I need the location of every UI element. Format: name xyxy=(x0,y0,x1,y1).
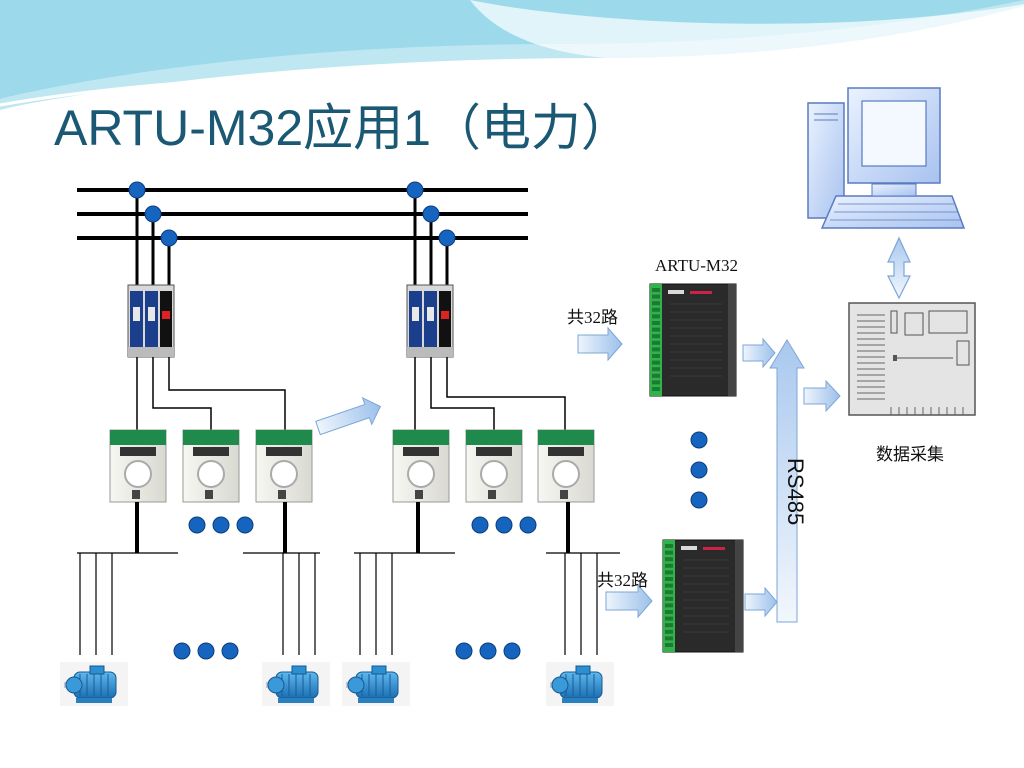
artu-m32-module-icon xyxy=(649,283,737,397)
ct-leads xyxy=(135,502,570,553)
channel-count-label-top: 共32路 xyxy=(567,308,618,327)
circuit-breaker-icon xyxy=(127,284,175,358)
ct-wiring-1 xyxy=(136,357,286,430)
current-transformer-icon xyxy=(465,429,523,503)
data-acquisition-board-icon xyxy=(848,302,976,416)
electric-motor-icon xyxy=(60,662,128,706)
double-arrow-icon xyxy=(887,236,911,300)
current-transformer-icon xyxy=(537,429,595,503)
desktop-computer-icon xyxy=(807,87,966,229)
electric-motor-icon xyxy=(342,662,410,706)
module-to-bus-arrow-bottom xyxy=(744,586,778,618)
ellipsis-dots xyxy=(173,431,708,660)
header-wave xyxy=(0,0,1024,110)
bus-nodes xyxy=(128,181,456,247)
circuit-breaker-icon xyxy=(406,284,454,358)
rs485-bus-arrow xyxy=(769,339,805,623)
group-link-arrow xyxy=(315,396,382,436)
module-model-label: ARTU-M32 xyxy=(655,256,739,275)
ct-wiring-2 xyxy=(414,357,566,430)
data-acquisition-label: 数据采集 xyxy=(876,445,944,465)
bus-to-acquisition-arrow xyxy=(803,379,841,413)
electric-motor-icon xyxy=(546,662,614,706)
motors xyxy=(60,662,614,706)
rs485-label: RS485 xyxy=(783,458,808,526)
current-transformers xyxy=(109,429,595,503)
current-transformer-icon xyxy=(255,429,313,503)
current-transformer-icon xyxy=(182,429,240,503)
feeder-drops xyxy=(79,553,598,655)
input-arrow-top xyxy=(577,326,623,362)
slide-title: ARTU-M32应用1（电力） xyxy=(54,100,631,156)
current-transformer-icon xyxy=(109,429,167,503)
channel-count-label-bottom: 共32路 xyxy=(597,571,648,590)
artu-m32-module-icon xyxy=(662,539,744,653)
module-to-bus-arrow-top xyxy=(742,337,776,369)
artu-modules xyxy=(649,283,744,653)
input-arrow-bottom xyxy=(605,583,653,619)
electric-motor-icon xyxy=(262,662,330,706)
current-transformer-icon xyxy=(392,429,450,503)
